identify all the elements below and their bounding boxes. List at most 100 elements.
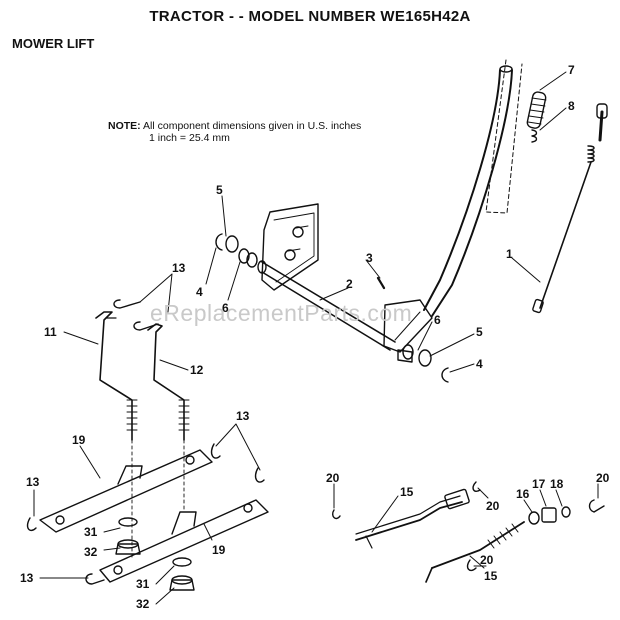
note: NOTE: All component dimensions given in …	[108, 120, 361, 144]
washer	[172, 557, 192, 567]
clip	[472, 481, 481, 492]
rod-spring	[487, 523, 519, 549]
leader-lines	[33, 71, 599, 605]
lift-arm-boss	[117, 465, 143, 485]
callout-7: 7	[568, 63, 575, 77]
nut	[561, 506, 571, 518]
cross-shaft	[261, 261, 396, 351]
washer	[418, 349, 432, 367]
callout-1: 1	[506, 247, 513, 261]
lift-link-left	[95, 311, 133, 441]
rod-bend	[365, 535, 373, 549]
nut-top	[117, 539, 139, 549]
lift-arm-lower	[99, 499, 269, 583]
callout-20: 20	[326, 471, 340, 485]
callout-19b: 19	[212, 543, 226, 557]
lift-arm-upper	[39, 449, 213, 533]
arm-hole	[113, 565, 123, 575]
grip-ridges	[527, 97, 547, 125]
section-title: MOWER LIFT	[12, 36, 95, 51]
arm-hole	[55, 515, 65, 525]
callout-15: 15	[400, 485, 414, 499]
callout-5: 5	[216, 183, 223, 197]
lift-handle	[423, 69, 501, 311]
callout-20d: 20	[480, 553, 494, 567]
callout-19: 19	[72, 433, 86, 447]
cotter-pin	[133, 321, 159, 331]
ferrule	[541, 507, 557, 523]
link-threads	[178, 399, 190, 431]
rod-knob	[598, 110, 604, 142]
lift-handle-edge	[431, 69, 513, 317]
lift-arm-boss	[171, 511, 197, 535]
bushing-ring	[246, 252, 258, 268]
washer	[528, 511, 540, 525]
callout-15b: 15	[484, 569, 498, 583]
cotter-pin	[113, 299, 141, 309]
lift-handle-tip	[499, 65, 513, 73]
note-label: NOTE:	[108, 120, 141, 132]
hairpin-clip	[215, 233, 223, 251]
callout-31: 31	[84, 525, 98, 539]
callout-32b: 32	[136, 597, 150, 611]
rod-bend	[425, 567, 433, 583]
callout-31b: 31	[136, 577, 150, 591]
lift-link-right	[147, 323, 185, 441]
callout-13b: 13	[236, 409, 250, 423]
hairpin-clip	[441, 367, 449, 383]
callout-11: 11	[44, 325, 57, 339]
watermark: eReplacementParts.com	[150, 300, 413, 326]
bracket-edge	[394, 311, 421, 341]
washer	[225, 235, 239, 253]
callout-2: 2	[346, 277, 353, 291]
washer	[118, 517, 138, 527]
rod-pivot	[444, 488, 470, 510]
callout-20b: 20	[486, 499, 500, 513]
callout-13: 13	[172, 261, 186, 275]
nut	[169, 579, 195, 591]
shaft-collar	[397, 349, 413, 363]
lift-rod-lower	[431, 521, 525, 569]
callout-5b: 5	[476, 325, 483, 339]
callout-4: 4	[196, 285, 203, 299]
callout-16: 16	[516, 487, 530, 501]
callout-17: 17	[532, 477, 546, 491]
nut-top	[171, 575, 193, 585]
lift-rod-upper	[355, 501, 463, 541]
mounting-plate	[261, 203, 319, 291]
cotter-pin	[210, 443, 221, 459]
plate-hole	[284, 249, 296, 261]
callout-6b: 6	[434, 313, 441, 327]
callout-8: 8	[568, 99, 575, 113]
shaft-end	[257, 260, 267, 274]
callout-4b: 4	[476, 357, 483, 371]
handle-spring	[531, 129, 538, 143]
note-line2: 1 inch = 25.4 mm	[149, 132, 230, 144]
callout-13c: 13	[26, 475, 40, 489]
rod-knob-top	[596, 103, 608, 119]
clip	[588, 499, 605, 513]
clip	[466, 559, 477, 572]
link-threads	[126, 399, 138, 431]
adjust-rod	[539, 161, 592, 309]
bushing	[402, 344, 414, 360]
clip	[331, 509, 341, 520]
lift-rod-upper-edge	[355, 495, 461, 535]
callout-6: 6	[222, 301, 229, 315]
cotter-pin	[85, 573, 105, 585]
note-line1: All component dimensions given in U.S. i…	[143, 120, 362, 132]
callout-32: 32	[84, 545, 98, 559]
cotter-pin	[254, 467, 265, 483]
arm-hole	[243, 503, 253, 513]
dashed-outline	[485, 59, 523, 214]
pin	[376, 276, 386, 290]
plate-inner	[273, 212, 315, 283]
plate-hole	[292, 226, 304, 238]
callout-20c: 20	[596, 471, 610, 485]
callout-12: 12	[190, 363, 204, 377]
lever-bracket	[383, 299, 433, 353]
callout-13d: 13	[20, 571, 34, 585]
rod-end	[532, 298, 544, 314]
plate-studs	[287, 225, 309, 252]
